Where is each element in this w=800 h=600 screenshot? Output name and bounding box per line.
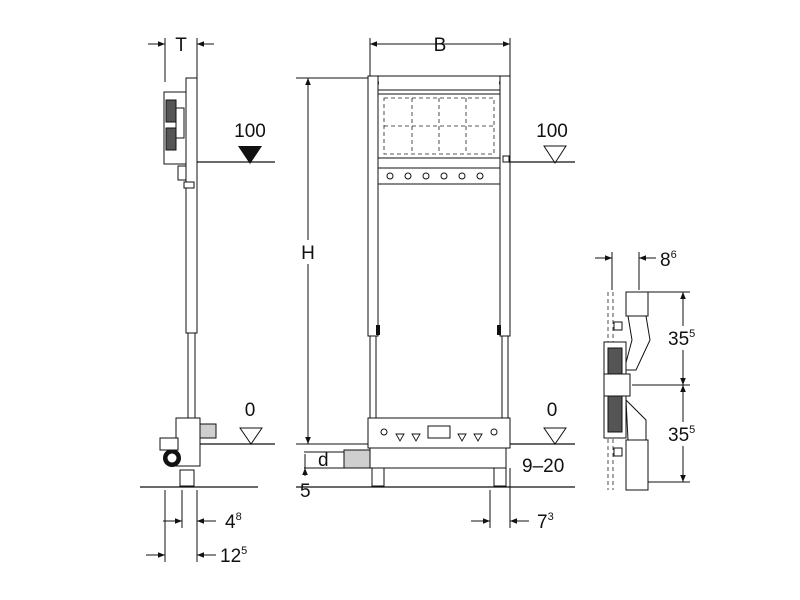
drain-connection (343, 449, 371, 469)
detail-square-1 (613, 321, 623, 331)
frame-right-leg (501, 335, 509, 421)
five-label: 5 (300, 481, 311, 502)
small-triangle (473, 433, 483, 442)
side-lower-profile (187, 332, 196, 424)
crossbar-hole-l (380, 428, 388, 436)
dim355-bottom-bg (664, 422, 702, 446)
level-marker-100-side (238, 146, 262, 164)
detail-elbow (603, 373, 631, 397)
brace-hole (458, 172, 466, 180)
side-upper-profile (185, 77, 198, 334)
brace-holes (386, 172, 484, 180)
t-label: T (175, 35, 187, 56)
level-0-front-label: 0 (547, 400, 558, 421)
side-bracket-part-2 (165, 127, 177, 151)
side-view: T 100 0 48 (140, 35, 275, 567)
small-triangle (395, 433, 405, 442)
bottom-triangles (395, 433, 483, 442)
brace-hole (440, 172, 448, 180)
brace-hole (386, 172, 394, 180)
side-bracket-part-1 (165, 99, 177, 123)
b-label: B (434, 35, 447, 56)
frame-left-leg (369, 335, 377, 421)
side-foot-adjuster (199, 423, 217, 439)
right-foot (493, 467, 507, 487)
h-label-bg (298, 240, 318, 264)
frame-top-rail (367, 75, 511, 91)
d-label: d (318, 450, 329, 471)
brace-hole (422, 172, 430, 180)
bottom-crossbar-window (427, 425, 451, 439)
frame-right-upright (499, 75, 511, 337)
side-drain-pipe (159, 437, 179, 451)
small-triangle (457, 433, 467, 442)
detail-pipe-bend (623, 315, 651, 371)
frame-left-mark (376, 325, 380, 335)
left-foot (371, 467, 385, 487)
side-drain-bend-inner (167, 453, 177, 463)
side-small-clip (177, 165, 187, 181)
side-bracket-part-3 (175, 107, 185, 139)
front-cross-brace (377, 167, 501, 185)
dim125-label: 125 (220, 545, 247, 567)
foot-crossbar (369, 447, 507, 469)
brace-hole (404, 172, 412, 180)
crossbar-hole-r (490, 428, 498, 436)
detail-pipe-lower (625, 398, 647, 441)
level-100-side-label: 100 (234, 121, 266, 142)
level-marker-100-front (543, 145, 567, 164)
front-100-tag (502, 155, 510, 163)
dim86-label: 86 (660, 249, 677, 271)
detail-view: 86 355 355 (595, 249, 702, 491)
dim355-top-bg (664, 326, 702, 350)
side-foot-plate (179, 469, 195, 487)
frame-left-upright (367, 75, 379, 337)
dim355-bottom-label: 355 (668, 424, 695, 446)
range-label: 9–20 (522, 456, 564, 477)
level-100-front-label: 100 (536, 121, 568, 142)
side-small-clip-2 (183, 181, 195, 189)
level-marker-0-side (239, 427, 263, 445)
frame-right-mark (497, 325, 501, 335)
dim48-label: 48 (225, 511, 242, 533)
dim355-top-label: 355 (668, 328, 695, 350)
dim73-label: 73 (537, 511, 554, 533)
brace-hole (476, 172, 484, 180)
front-view: B H 100 (296, 35, 575, 533)
small-triangle (411, 433, 421, 442)
detail-pipe-top (625, 291, 649, 317)
level-marker-0-front (543, 427, 567, 445)
detail-square-2 (613, 447, 623, 457)
detail-pipe-bottom (625, 439, 649, 491)
level-0-side-label: 0 (245, 400, 256, 421)
h-label: H (301, 243, 315, 264)
